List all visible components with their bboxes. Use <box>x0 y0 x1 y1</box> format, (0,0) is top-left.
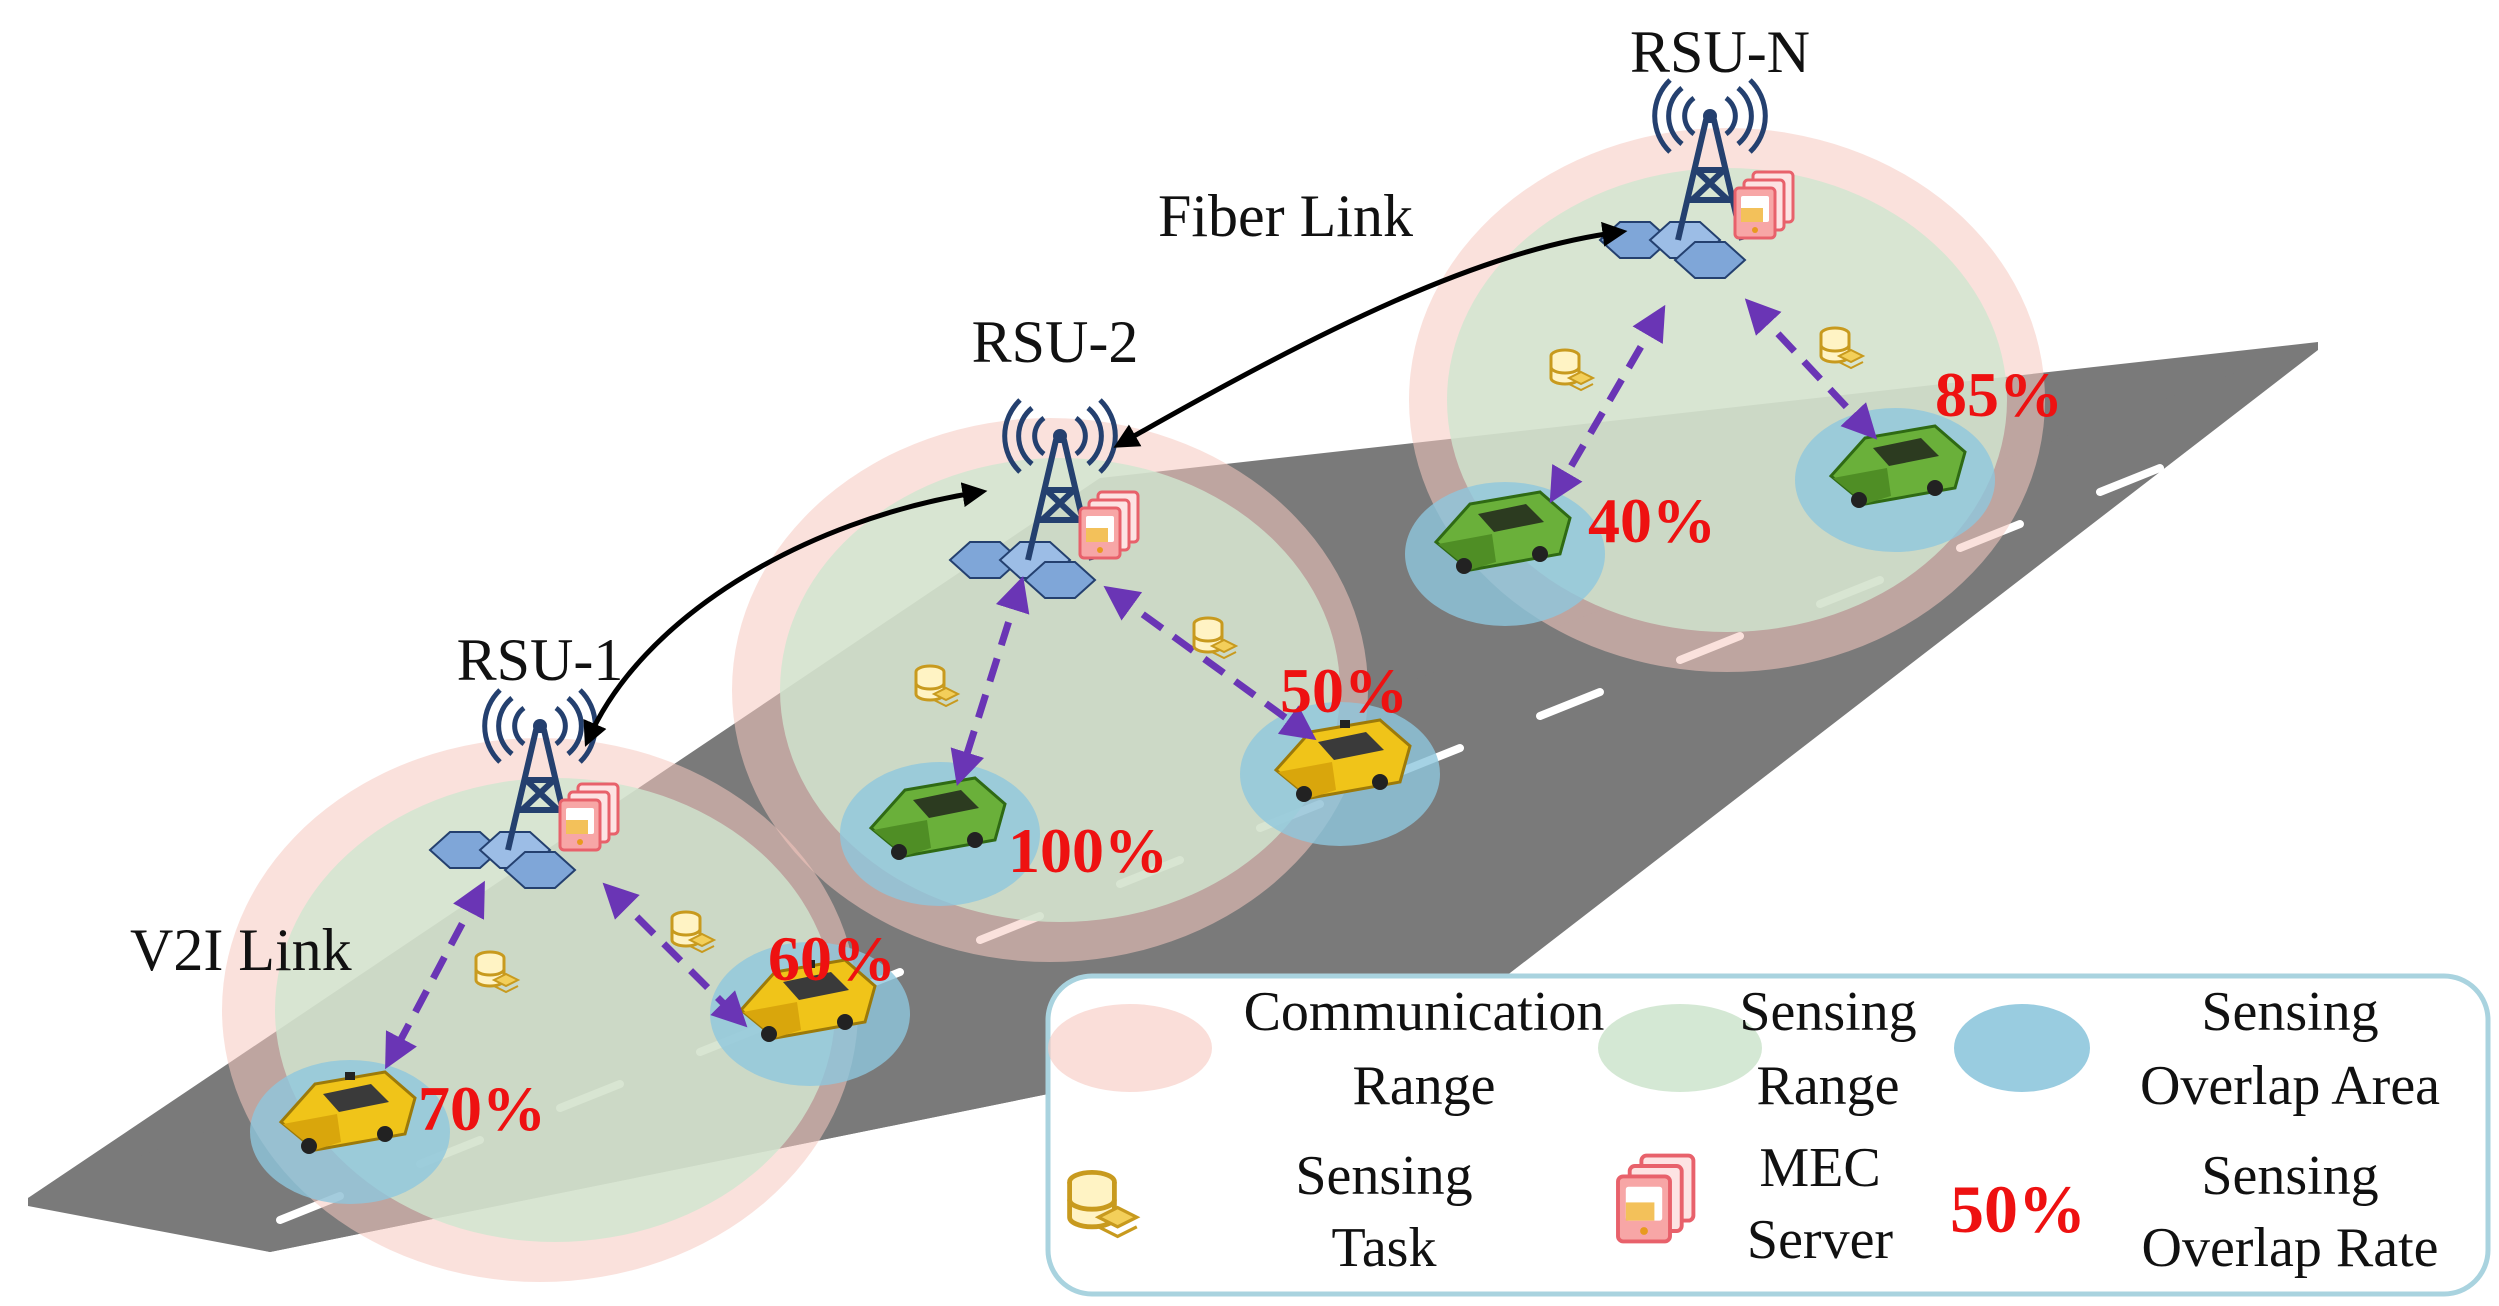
legend-sensing-overlap-area-line1: Sensing <box>2201 981 2378 1043</box>
v2i-link-label: V2I Link <box>130 917 352 983</box>
legend-sensing-overlap-rate-line2: Overlap Rate <box>2142 1217 2439 1279</box>
v2i-link-arrow <box>602 882 748 1028</box>
legend-sensing-range-line2: Range <box>1756 1055 1899 1117</box>
legend-sensing-task-line2: Task <box>1332 1217 1437 1279</box>
sensing-overlap-rate: 70% <box>418 1073 546 1144</box>
sensing-overlap-rate: 50% <box>1280 655 1408 726</box>
legend-mec-server-line2: Server <box>1747 1209 1894 1271</box>
legend-communication-range-line1: Communication <box>1244 981 1605 1043</box>
rsu-n-label: RSU-N <box>1630 19 1810 85</box>
legend-box <box>1045 973 2491 1297</box>
legend-mec-server-icon <box>1616 1153 1696 1244</box>
legend-sample-rate: 50% <box>1950 1171 2086 1247</box>
legend-sensing-range-swatch <box>1598 1004 1762 1092</box>
legend-mec-server-line1: MEC <box>1759 1137 1880 1199</box>
legend: Communication Range Sensing Range Sensin… <box>1045 973 2491 1297</box>
legend-communication-range-swatch <box>1048 1004 1212 1092</box>
fiber-link-arrow <box>583 482 988 747</box>
fiber-link-arrow <box>1113 221 1628 448</box>
legend-sensing-range-line1: Sensing <box>1739 981 1916 1043</box>
v2i-link-arrow <box>385 880 485 1070</box>
rsu-2-mec-server-icon <box>1078 490 1140 560</box>
sensing-overlap-rate: 40% <box>1588 485 1716 556</box>
rsu-n-mec-server-icon <box>1733 170 1795 240</box>
v2i-link-arrow <box>1744 298 1878 440</box>
sensing-overlap-rate: 60% <box>768 923 896 994</box>
legend-communication-range-line2: Range <box>1352 1055 1495 1117</box>
rsu-2-label: RSU-2 <box>972 309 1139 375</box>
v2i-link-arrow <box>1549 304 1666 504</box>
legend-sensing-overlap-area-swatch <box>1954 1004 2090 1092</box>
legend-sensing-overlap-area-line2: Overlap Area <box>2140 1055 2440 1117</box>
legend-sensing-task-line1: Sensing <box>1295 1145 1472 1207</box>
fiber-link-label: Fiber Link <box>1158 183 1413 249</box>
sensing-overlap-rate: 85% <box>1935 359 2063 430</box>
legend-sensing-overlap-rate-line1: Sensing <box>2201 1145 2378 1207</box>
rsu-1-label: RSU-1 <box>457 627 624 693</box>
rsu-1-mec-server-icon <box>558 782 620 852</box>
v2i-link-arrow <box>1103 585 1317 741</box>
sensing-overlap-rate: 100% <box>1008 815 1168 886</box>
